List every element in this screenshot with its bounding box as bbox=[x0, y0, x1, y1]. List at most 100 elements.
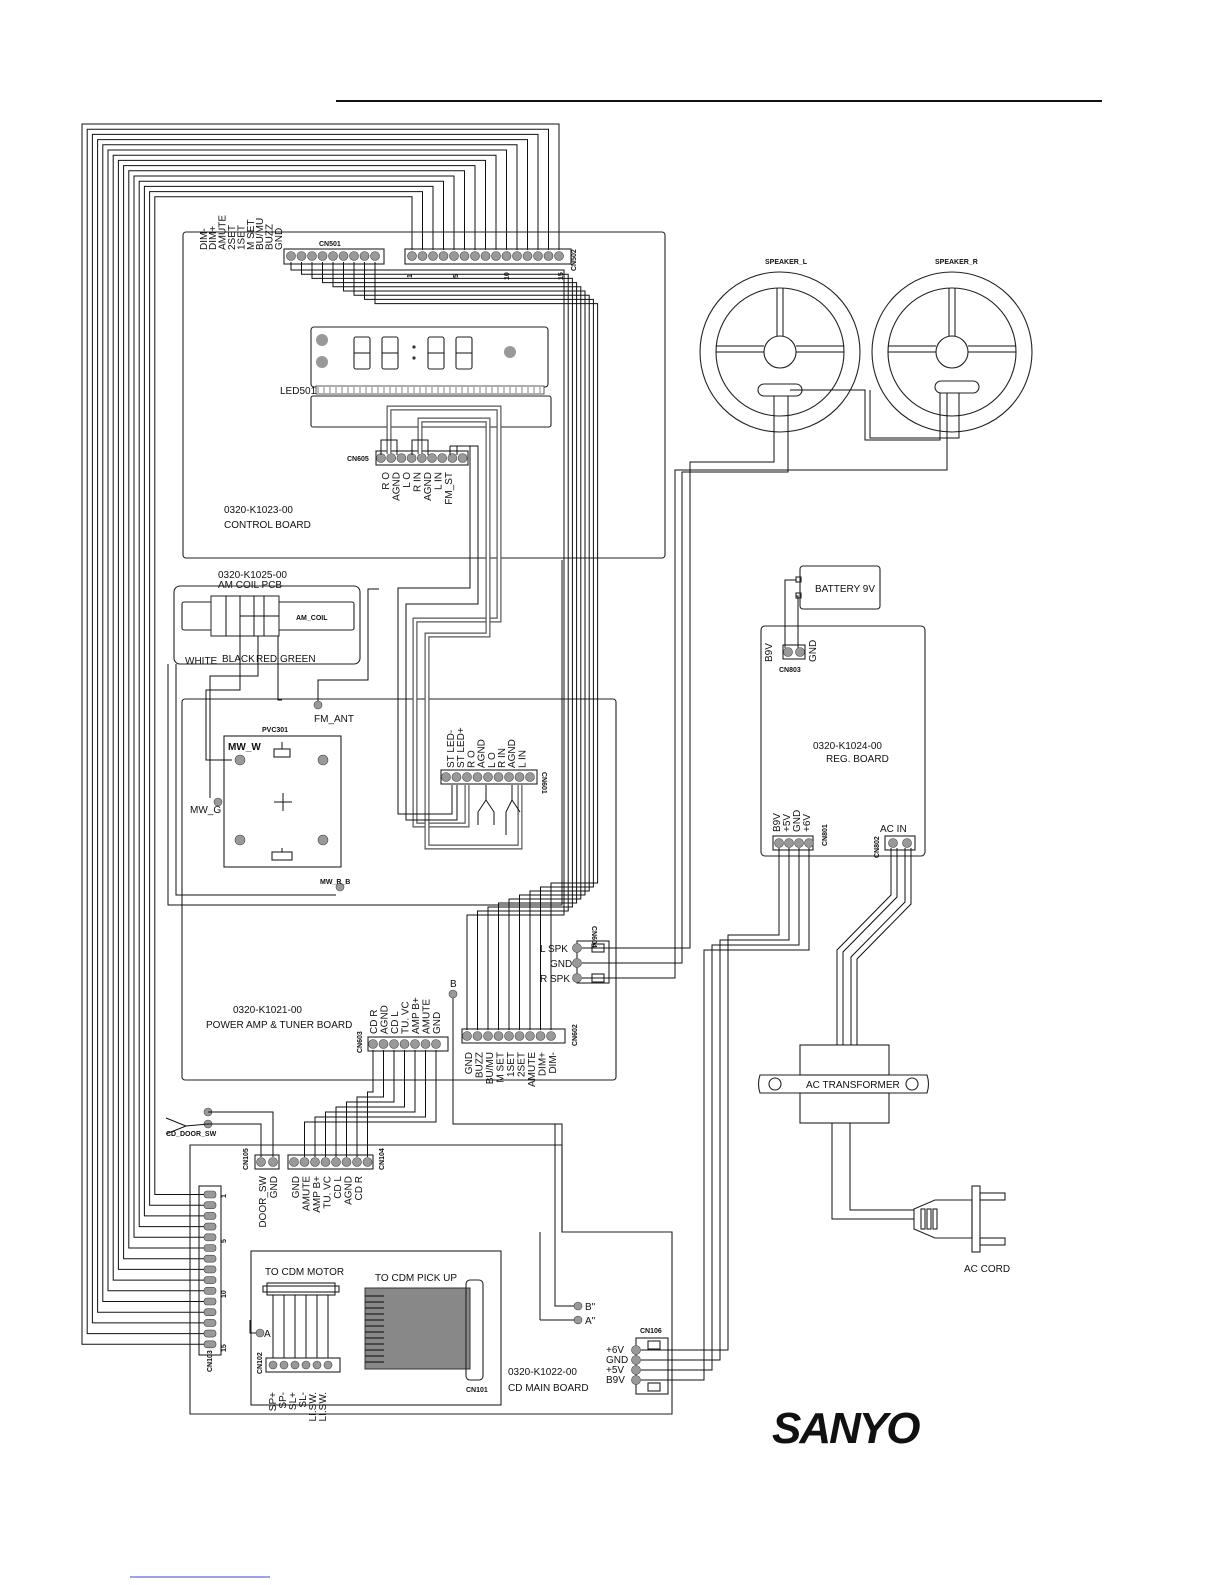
cn602pins-8 bbox=[546, 1031, 556, 1041]
cn102-pin bbox=[301, 1360, 311, 1370]
cn604-pin-lspk: L SPK bbox=[540, 944, 568, 955]
cn602pins-4 bbox=[504, 1031, 514, 1041]
cn501pins-6 bbox=[349, 251, 359, 261]
cn602pins-0 bbox=[462, 1031, 472, 1041]
cn605pins-2 bbox=[396, 453, 407, 463]
cn106-pin-6v: +6V bbox=[606, 1345, 624, 1356]
cn103-mark-10: 10 bbox=[221, 1290, 228, 1298]
ac-cord-label: AC CORD bbox=[964, 1264, 1010, 1275]
cn104pins-0 bbox=[289, 1157, 299, 1167]
cn602pins-2 bbox=[483, 1031, 493, 1041]
harness-wire bbox=[133, 175, 455, 1238]
bundle-wire bbox=[374, 262, 599, 1030]
cn502pins-0 bbox=[407, 251, 417, 261]
cn103-pin bbox=[203, 1244, 217, 1252]
harness-wire bbox=[154, 196, 413, 1195]
harness-wire bbox=[102, 144, 518, 1302]
cn102-housing bbox=[265, 1357, 341, 1373]
cn602-pin-label: DIM- bbox=[548, 1052, 559, 1074]
cn103-pin bbox=[203, 1233, 217, 1242]
cn501pins-1 bbox=[296, 251, 307, 261]
cn103-pin bbox=[203, 1329, 217, 1338]
cn602-pin-label: 2SET bbox=[517, 1052, 528, 1077]
cn104pins-6 bbox=[352, 1157, 362, 1167]
am-coil-pcb: 0320-K1025-00 AM COIL PCB AM_COIL WHITE … bbox=[173, 570, 361, 667]
cn501-pin-label: M SET bbox=[246, 219, 257, 250]
battery: BATTERY 9V bbox=[795, 565, 881, 610]
cn103-housing bbox=[198, 1185, 222, 1356]
cn601pins-8 bbox=[525, 772, 535, 782]
led501-label: LED501 bbox=[280, 386, 317, 397]
cn502-mark-15: 15 bbox=[558, 272, 565, 280]
cn802-housing bbox=[884, 835, 916, 851]
cn102-pin-label: SL+ bbox=[288, 1392, 299, 1410]
cn104-pin-label: AMUTE bbox=[302, 1176, 313, 1211]
cn601-pin-label: L O bbox=[487, 752, 498, 768]
harness-wire bbox=[149, 191, 423, 1206]
cd-door-sw-label: CD_DOOR_SW bbox=[166, 1131, 217, 1138]
cn803-housing bbox=[782, 644, 806, 660]
cn605pins-8 bbox=[457, 453, 468, 463]
cn103-pin bbox=[203, 1340, 217, 1349]
speaker-r: SPEAKER_R bbox=[871, 259, 1033, 433]
cn104-id: CN104 bbox=[379, 1148, 386, 1170]
cn604-id: CN604 bbox=[590, 926, 597, 948]
cn103-pin bbox=[203, 1212, 217, 1220]
cn603-pin-label: AMP B+ bbox=[411, 997, 422, 1034]
cn102-pin bbox=[290, 1360, 300, 1370]
cn102-pin bbox=[312, 1360, 322, 1370]
cn104-pin-label: CD R bbox=[354, 1176, 365, 1200]
cn104-housing bbox=[287, 1154, 374, 1170]
cn605-id: CN605 bbox=[347, 456, 369, 463]
cn603pins-6 bbox=[431, 1039, 441, 1049]
cn502-mark-10: 10 bbox=[504, 272, 511, 280]
cn102-pin bbox=[268, 1360, 278, 1370]
cn601-pin-label: R IN bbox=[497, 748, 508, 768]
cn502pins-11 bbox=[522, 251, 533, 261]
cn501pins-8 bbox=[370, 251, 380, 261]
bundle-wire bbox=[364, 262, 594, 1030]
speaker-r-label: SPEAKER_R bbox=[935, 259, 978, 266]
reg-board-part: 0320-K1024-00 bbox=[813, 741, 882, 752]
cn103-mark-5: 5 bbox=[221, 1239, 228, 1243]
cn106-pin-5v: +5V bbox=[606, 1365, 624, 1376]
cn501-pin-label: BU/MU bbox=[255, 218, 266, 250]
cn104pins-4 bbox=[331, 1157, 341, 1167]
cn501-id: CN501 bbox=[319, 241, 341, 248]
cn603-pin-label: AGND bbox=[380, 1005, 391, 1034]
cn502pins-4 bbox=[449, 251, 459, 261]
cn104pins-3 bbox=[320, 1157, 331, 1167]
cd-main-name: CD MAIN BOARD bbox=[508, 1383, 589, 1394]
bundle-wire bbox=[343, 262, 586, 1030]
cn803-pin-gnd: GND bbox=[808, 640, 819, 662]
cn502-mark-1: 1 bbox=[407, 274, 414, 278]
cn502pins-2 bbox=[428, 251, 438, 261]
sanyo-logo: SANYO bbox=[772, 1404, 920, 1453]
cn601-pin-label: L IN bbox=[517, 750, 528, 768]
ac-cord: AC CORD bbox=[913, 1185, 1010, 1275]
cn603-id: CN603 bbox=[357, 1031, 364, 1053]
power-amp-board: 0320-K1021-00 POWER AMP & TUNER BOARD PV… bbox=[181, 698, 617, 1087]
wire-white: WHITE bbox=[185, 656, 218, 667]
cn602-pin-label: M SET bbox=[496, 1052, 507, 1083]
control-board-name: CONTROL BOARD bbox=[224, 520, 311, 531]
cn601-pin-label: ST LED- bbox=[446, 730, 457, 768]
cn803-pin-b9v: B9V bbox=[764, 643, 775, 662]
cn105-id: CN105 bbox=[243, 1148, 250, 1170]
cn602pins-1 bbox=[472, 1031, 483, 1041]
am-coil-label: AM_COIL bbox=[296, 615, 328, 622]
cn501pins-0 bbox=[286, 251, 296, 261]
am-coil-part: 0320-K1025-00 bbox=[218, 570, 287, 581]
cn803-id: CN803 bbox=[779, 667, 801, 674]
point-b: B bbox=[450, 979, 457, 990]
cn501pins-2 bbox=[307, 251, 317, 261]
cn102-pin-label: LI.SW. bbox=[318, 1392, 329, 1421]
cn602pins-6 bbox=[525, 1031, 535, 1041]
cn103-pin bbox=[203, 1276, 217, 1284]
cn601pins-1 bbox=[451, 772, 462, 782]
transformer-label: AC TRANSFORMER bbox=[806, 1080, 900, 1091]
cn103-pin bbox=[203, 1201, 217, 1209]
cn105-housing bbox=[254, 1154, 280, 1170]
